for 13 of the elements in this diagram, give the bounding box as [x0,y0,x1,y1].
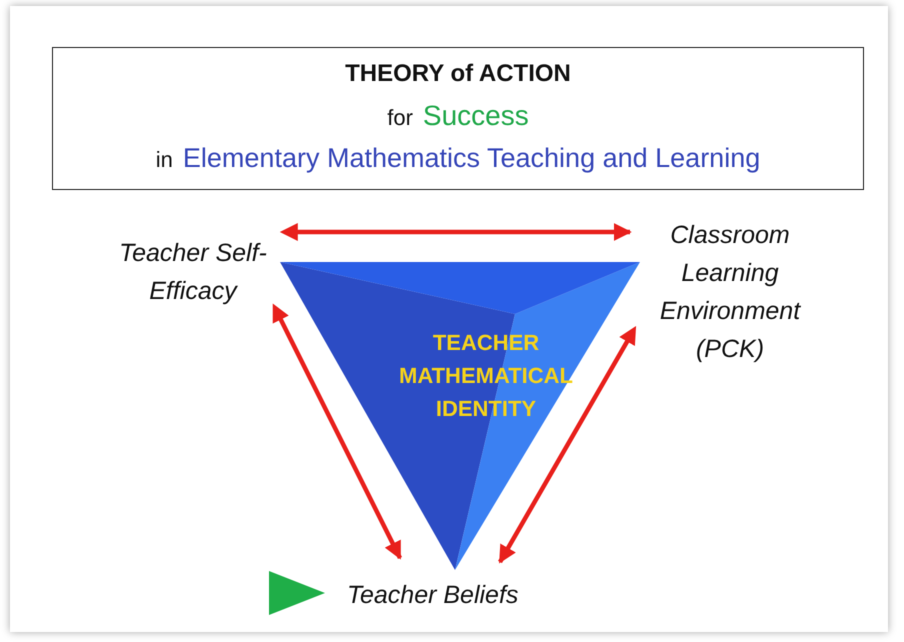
title-text: THEORY of ACTION [345,60,571,87]
corner-label: Teacher Self-Efficacy [118,238,268,307]
corner-label: Teacher Beliefs [347,580,520,611]
title-text-part: Success [422,100,529,131]
double-arrow [272,304,402,560]
title-box [52,47,864,190]
double-arrow [498,326,636,564]
title-text-part: in [156,147,173,172]
corner-label: Classroom Learning Environment (PCK) [658,220,802,365]
title-text-part: for [387,105,413,130]
title-text-part: Elementary Mathematics Teaching and Learning [182,143,760,173]
double-arrow [280,223,632,241]
identity-label: TEACHER MATHEMATICAL IDENTITY [398,329,574,423]
